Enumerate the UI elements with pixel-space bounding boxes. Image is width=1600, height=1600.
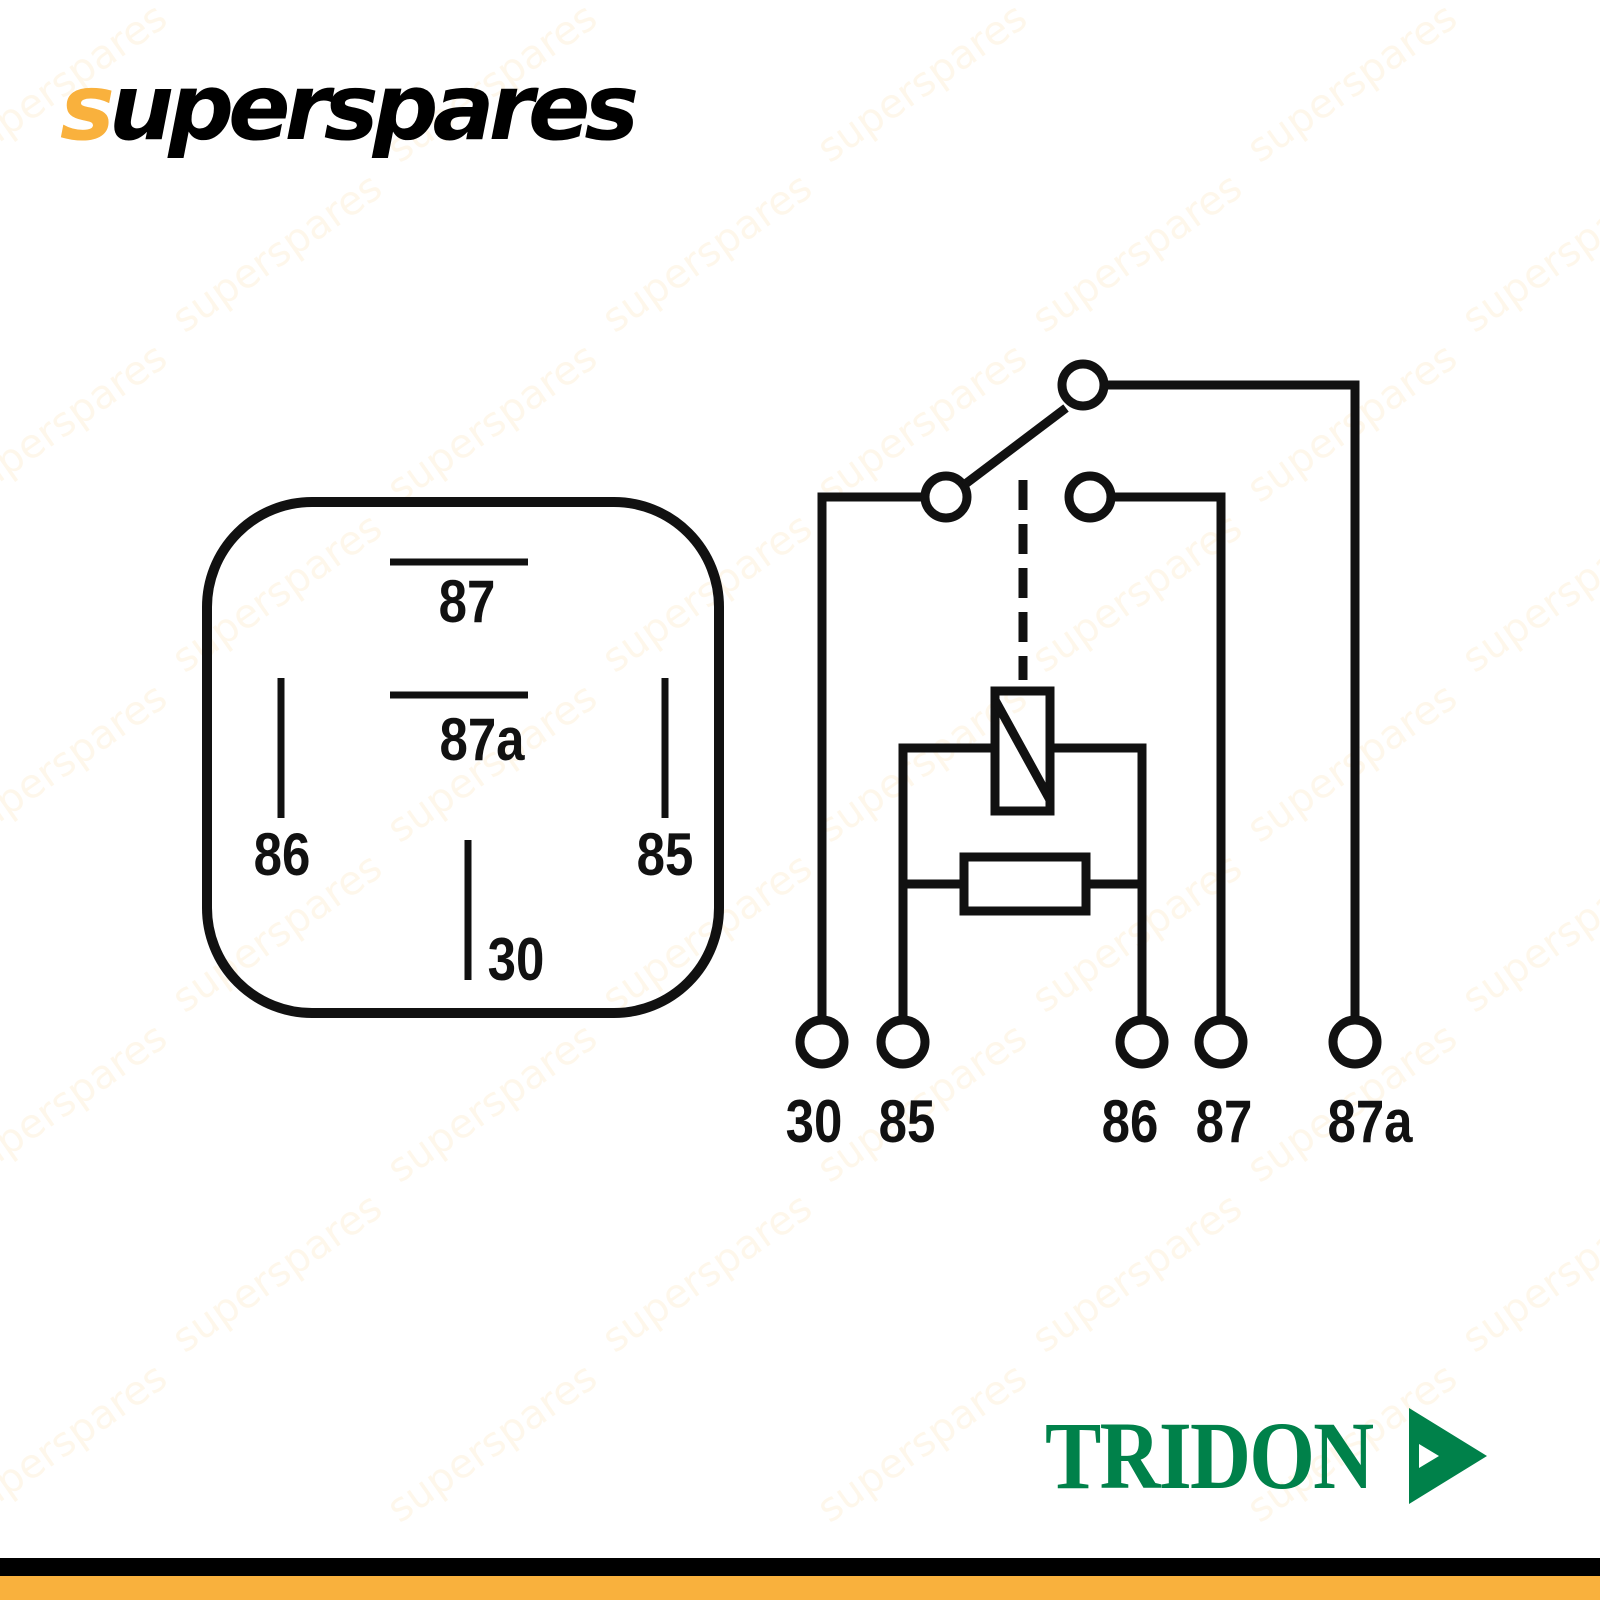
pin-87a [1328, 1015, 1382, 1069]
wire-30 [817, 492, 927, 1022]
relay-schematic [795, 359, 1382, 1069]
terminal-label-30: 30 [488, 926, 545, 993]
tridon-wordmark: TRIDON [1045, 1402, 1374, 1509]
wire-86 [1050, 743, 1147, 1022]
footer-bar-orange [0, 1576, 1600, 1600]
wire-87 [1111, 492, 1226, 1022]
logo-rest: uperspares [108, 54, 639, 161]
relay-top-view [202, 497, 724, 1018]
pin-label-85: 85 [879, 1088, 936, 1155]
contact-87 [1064, 471, 1116, 523]
suppression-resistor [959, 852, 1091, 916]
wire-87a [1104, 380, 1360, 1022]
pin-label-86: 86 [1102, 1088, 1159, 1155]
pin-86 [1115, 1015, 1169, 1069]
terminal-label-87: 87 [439, 568, 496, 635]
terminal-label-85: 85 [637, 821, 694, 888]
terminal-label-86: 86 [254, 821, 311, 888]
pin-87 [1194, 1015, 1248, 1069]
terminal-label-87a: 87a [439, 706, 525, 773]
relay-top-labels: 87 87a 86 85 30 [254, 568, 694, 993]
relay-body-outline [202, 497, 724, 1018]
tridon-logo: TRIDON [1045, 1400, 1489, 1511]
wire-85 [898, 743, 995, 1022]
pin-label-87a: 87a [1327, 1088, 1413, 1155]
pin-85 [876, 1015, 930, 1069]
contact-87a [1057, 359, 1109, 411]
logo-first-letter: s [60, 54, 115, 161]
pin-30 [795, 1015, 849, 1069]
switch-common-contact [920, 471, 972, 523]
tridon-arrow-icon [1409, 1407, 1488, 1504]
coil-diagonal [991, 697, 1054, 803]
switch-arm [961, 404, 1069, 489]
schematic-pin-labels: 30 85 86 87 87a [786, 1088, 1414, 1155]
superspares-logo: superspares [60, 62, 639, 154]
pin-label-87: 87 [1196, 1088, 1253, 1155]
pin-label-30: 30 [786, 1088, 843, 1155]
footer-bar-black [0, 1558, 1600, 1576]
